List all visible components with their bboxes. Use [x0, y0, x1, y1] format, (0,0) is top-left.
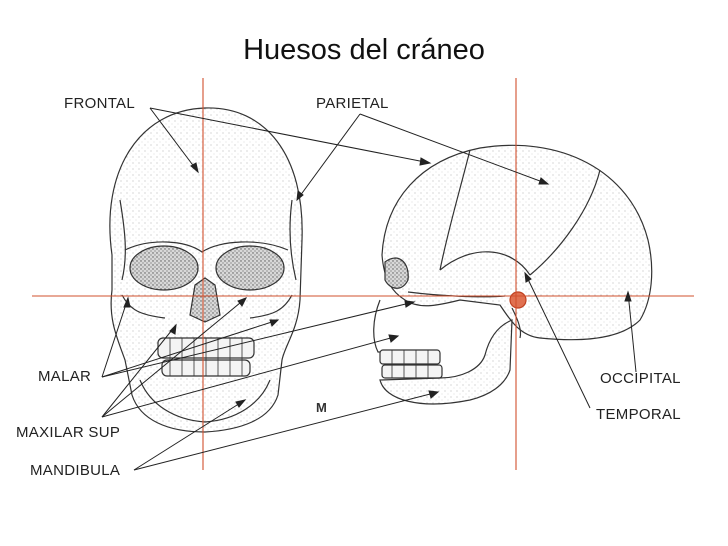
occipital-leader — [627, 291, 637, 373]
left-cheek — [121, 294, 166, 319]
arrowhead — [235, 399, 247, 408]
arrowhead — [428, 390, 440, 399]
coronal-suture — [439, 149, 471, 271]
teeth-dividers — [169, 338, 243, 376]
maxilar-leader-3 — [101, 335, 399, 418]
left-orbit — [129, 245, 199, 291]
label-malar: MALAR — [38, 368, 92, 385]
frontal-leader-2 — [149, 107, 431, 164]
brow-ridge — [124, 241, 289, 253]
arrowhead — [169, 323, 177, 335]
maxilla-side — [373, 299, 440, 353]
arrowhead — [388, 334, 400, 343]
malar-leader-3 — [101, 301, 415, 378]
label-mandibula: MANDIBULA — [30, 462, 121, 479]
arrowhead — [524, 271, 532, 283]
side-orbit — [384, 257, 409, 289]
arrowhead — [419, 157, 432, 166]
side-lower-teeth — [381, 364, 443, 379]
arrowhead — [269, 319, 280, 327]
right-temporal-line — [289, 199, 297, 281]
malar-leader-1 — [101, 297, 129, 378]
figure-mark: M — [316, 400, 327, 415]
frontal-leader-1 — [149, 107, 199, 173]
leader-lines — [101, 107, 637, 471]
side-cranium-outline — [381, 144, 653, 341]
label-maxilar-sup: MAXILAR SUP — [16, 424, 121, 441]
label-frontal: FRONTAL — [64, 95, 135, 112]
mandibula-leader-2 — [133, 391, 439, 471]
arrowhead — [538, 177, 550, 185]
side-teeth-dividers — [391, 350, 429, 378]
maxilar-leader-1 — [101, 324, 177, 418]
left-temporal-line — [119, 199, 126, 281]
temporal-leader — [524, 272, 591, 409]
maxilar-leader-2 — [101, 297, 247, 418]
right-orbit — [215, 245, 285, 291]
label-occipital: OCCIPITAL — [600, 370, 681, 387]
mandibula-leader-1 — [133, 399, 246, 471]
ear-canal — [509, 291, 527, 309]
parietal-leader-2 — [359, 113, 549, 185]
arrowhead — [190, 162, 199, 174]
squamous-suture — [439, 251, 531, 276]
label-temporal: TEMPORAL — [596, 406, 681, 423]
mastoid — [511, 307, 522, 339]
side-upper-teeth — [379, 349, 441, 365]
label-parietal: PARIETAL — [316, 95, 389, 112]
lambdoid-suture — [529, 169, 601, 276]
right-cheek — [249, 294, 293, 319]
parietal-leader-1 — [296, 113, 361, 201]
arrowhead — [404, 300, 416, 308]
arrowhead — [237, 297, 248, 307]
arrowhead — [624, 290, 632, 302]
arrowhead — [296, 190, 304, 202]
nasal-cavity — [189, 277, 221, 323]
mandible-side — [379, 319, 513, 405]
malar-leader-2 — [101, 319, 279, 378]
page-title: Huesos del cráneo — [243, 34, 485, 66]
front-jaw — [139, 379, 271, 423]
front-skull — [109, 107, 303, 433]
side-skull — [373, 144, 653, 405]
guide-lines — [32, 78, 694, 470]
arrowhead — [123, 296, 131, 308]
